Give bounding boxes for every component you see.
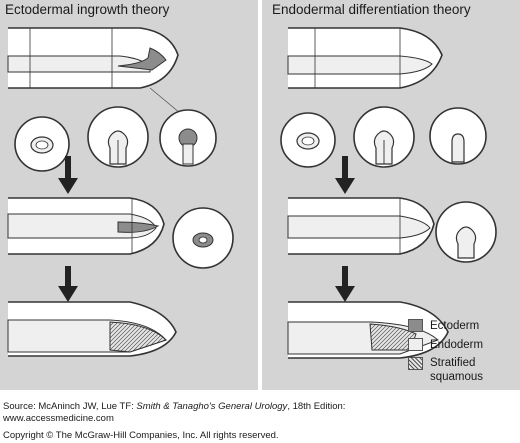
legend-ectoderm-label: Ectoderm [430, 320, 480, 332]
source-caption: Source: McAninch JW, Lue TF: Smith & Tan… [3, 401, 345, 412]
right-panel-title: Endodermal differentiation theory [272, 2, 471, 17]
right-cross-section-2 [353, 106, 415, 168]
copyright-notice: Copyright © The McGraw-Hill Companies, I… [3, 430, 279, 441]
source-prefix: Source: McAninch JW, Lue TF: [3, 401, 137, 412]
left-cross-section-3 [159, 109, 217, 167]
legend-ectoderm-swatch [408, 319, 423, 332]
left-arrow-1 [58, 156, 78, 194]
left-cross-section-4 [172, 207, 234, 269]
left-penis-stage-3 [7, 301, 177, 357]
right-penis-stage-1 [287, 27, 443, 89]
left-cross-section-1 [14, 116, 70, 172]
source-title: Smith & Tanagho's General Urology [136, 401, 288, 412]
left-arrow-2 [58, 266, 78, 302]
right-penis-stage-2 [287, 197, 435, 255]
right-cross-section-1 [280, 112, 336, 168]
legend-stratified-swatch [408, 357, 423, 370]
source-suffix: , 18th Edition: [287, 401, 346, 412]
left-penis-stage-2 [7, 197, 165, 255]
legend-stratified-line1: Stratified [430, 357, 476, 369]
source-url[interactable]: www.accessmedicine.com [3, 413, 114, 424]
right-cross-section-3 [429, 107, 487, 165]
legend-stratified-line2: squamous [430, 371, 484, 383]
left-cross-section-2 [87, 106, 149, 168]
left-panel-title: Ectodermal ingrowth theory [5, 2, 170, 17]
legend-stratified-label: Stratified squamous [430, 356, 483, 384]
right-cross-section-4 [435, 201, 497, 263]
left-penis-stage-1 [7, 27, 187, 119]
legend-endoderm-swatch [408, 338, 423, 351]
right-arrow-2 [335, 266, 355, 302]
legend-endoderm-label: Endoderm [430, 339, 484, 351]
right-arrow-1 [335, 156, 355, 194]
right-penis-stage-3 [287, 301, 449, 359]
